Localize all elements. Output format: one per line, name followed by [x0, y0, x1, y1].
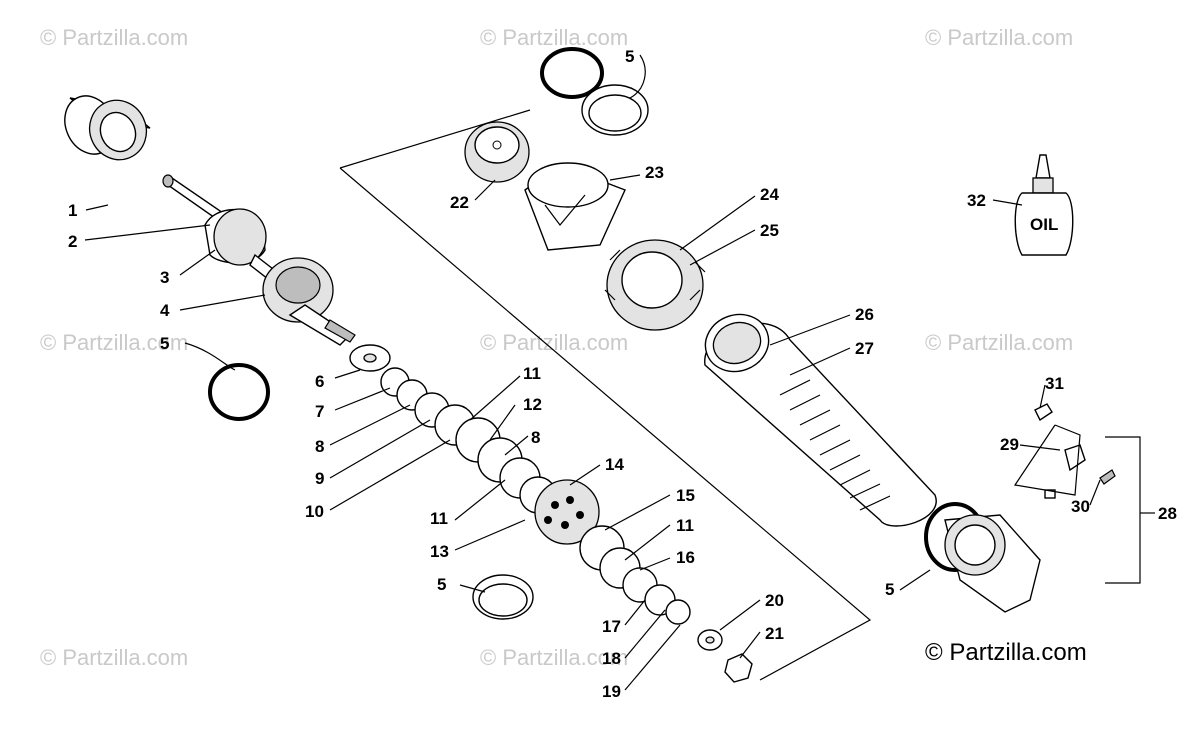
callout-11: 11 [523, 364, 541, 383]
callout-5: 5 [437, 575, 446, 594]
callout-5: 5 [160, 334, 169, 353]
callout-3: 3 [160, 268, 169, 287]
part-31-bolt [1034, 403, 1053, 422]
part-2-shaft [162, 174, 301, 302]
callout-27: 27 [855, 339, 874, 358]
watermarks: © Partzilla.com © Partzilla.com © Partzi… [40, 25, 1073, 670]
part-32-oil-bottle: OIL [1014, 154, 1074, 256]
callout-19: 19 [602, 682, 621, 701]
callout-6: 6 [315, 372, 324, 391]
assembly-bracket-frame [339, 109, 872, 681]
callout-4: 4 [160, 301, 170, 320]
callout-10: 10 [305, 502, 324, 521]
watermark: © Partzilla.com [40, 645, 188, 670]
watermark: © Partzilla.com [40, 25, 188, 50]
part-5-piston-band [472, 574, 534, 620]
callout-8: 8 [315, 437, 324, 456]
callout-11: 11 [676, 516, 694, 535]
callout-13: 13 [430, 542, 449, 561]
callout-32: 32 [967, 191, 986, 210]
callout-2: 2 [68, 232, 77, 251]
watermark: © Partzilla.com [40, 330, 188, 355]
part-4-seal-head [262, 257, 356, 346]
part-30-plug [1099, 469, 1116, 485]
part-29-valve [1044, 444, 1086, 499]
watermark: © Partzilla.com [480, 645, 628, 670]
part-14-piston [534, 479, 600, 545]
callout-28: 28 [1158, 504, 1177, 523]
watermark: © Partzilla.com [925, 330, 1073, 355]
callout-18: 18 [602, 649, 621, 668]
copyright-text: © Partzilla.com [925, 639, 1087, 666]
part-28-bracket [1105, 436, 1141, 584]
part-22-reservoir-cap [464, 121, 530, 183]
part-21-nut [724, 653, 753, 683]
rebound-shim-stack [579, 525, 691, 625]
callout-29: 29 [1000, 435, 1019, 454]
callout-20: 20 [765, 591, 784, 610]
callout-23: 23 [645, 163, 664, 182]
part-29-bracket [1013, 424, 1081, 496]
callout-9: 9 [315, 469, 324, 488]
callout-12: 12 [523, 395, 542, 414]
callout-7: 7 [315, 402, 324, 421]
part-5-o-ring [208, 363, 270, 421]
callout-1: 1 [68, 201, 77, 220]
part-1-bushing [64, 95, 151, 161]
callout-31: 31 [1045, 374, 1064, 393]
callout-24: 24 [760, 185, 779, 204]
callout-8: 8 [531, 428, 540, 447]
part-24-25-spring-adjuster [604, 239, 706, 331]
part-5-o-ring-top [540, 47, 604, 99]
callout-numbers: 1 2 3 4 5 6 7 8 9 10 11 12 8 11 13 14 15… [68, 47, 1177, 701]
callout-21: 21 [765, 624, 784, 643]
watermark: © Partzilla.com [480, 25, 628, 50]
callout-17: 17 [602, 617, 621, 636]
callout-22: 22 [450, 193, 469, 212]
callout-14: 14 [605, 455, 624, 474]
watermark: © Partzilla.com [925, 25, 1073, 50]
callout-16: 16 [676, 548, 695, 567]
leader-lines [84, 54, 1155, 691]
part-26-27-shock-body [704, 313, 937, 527]
callout-30: 30 [1071, 497, 1090, 516]
part-28-lower-mount [944, 514, 1041, 613]
part-23-sleeve [524, 162, 626, 251]
callout-5: 5 [885, 580, 894, 599]
callout-15: 15 [676, 486, 695, 505]
callout-26: 26 [855, 305, 874, 324]
callout-11: 11 [430, 509, 448, 528]
callout-25: 25 [760, 221, 779, 240]
oil-label: OIL [1030, 215, 1058, 234]
callout-5: 5 [625, 47, 634, 66]
washer-hole [705, 636, 715, 644]
